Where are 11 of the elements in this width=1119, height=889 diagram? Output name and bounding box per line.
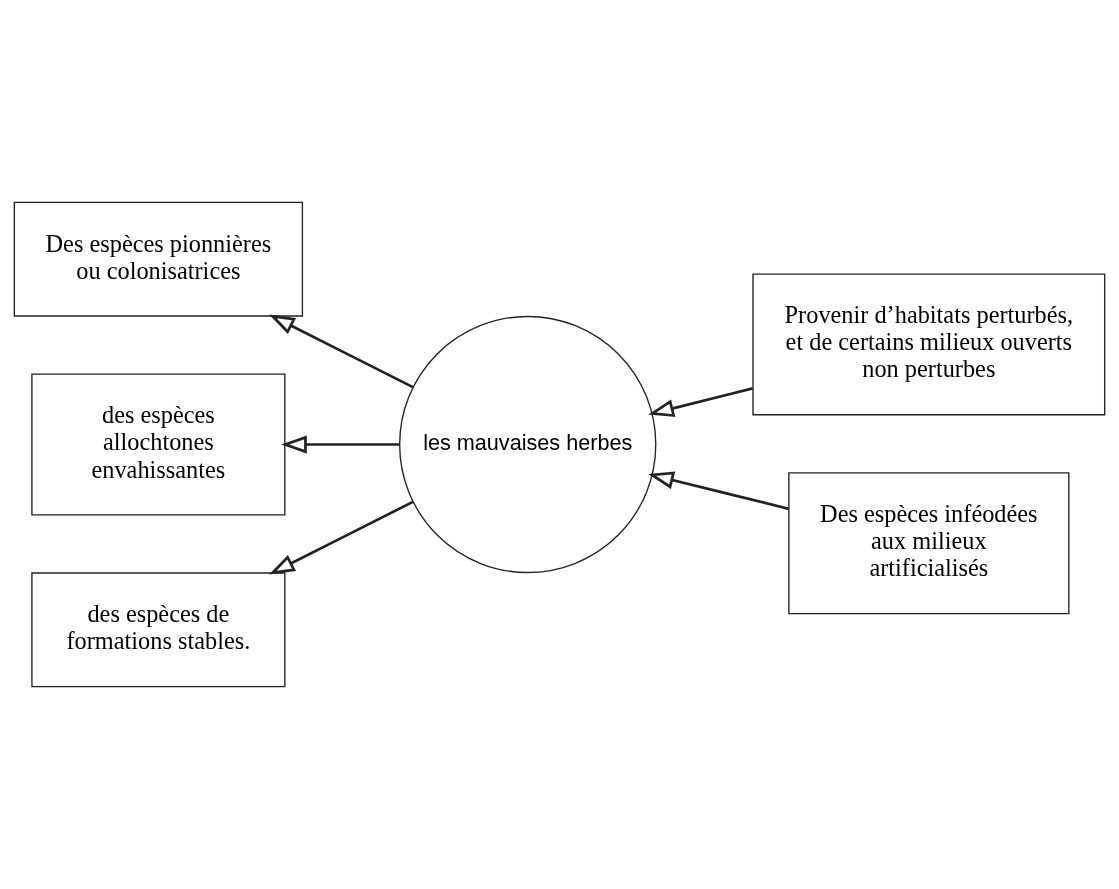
arrow (281, 435, 400, 454)
node-box: Des espèces inféodées aux milieux artificialisés (788, 472, 1070, 615)
node-box: des espèces allochtones envahissantes (31, 373, 286, 516)
arrow (648, 387, 754, 417)
arrow (269, 314, 414, 389)
node-circle: les mauvaises herbes (399, 315, 657, 574)
node-box: des espèces de formations stables. (31, 572, 286, 688)
arrow (648, 471, 790, 511)
arrow (269, 500, 414, 575)
node-box: Des espèces pionnières ou colonisatrices (13, 201, 304, 317)
node-box: Provenir d’habitats perturbés, et de certains milieux ouverts non perturbes (752, 273, 1106, 416)
